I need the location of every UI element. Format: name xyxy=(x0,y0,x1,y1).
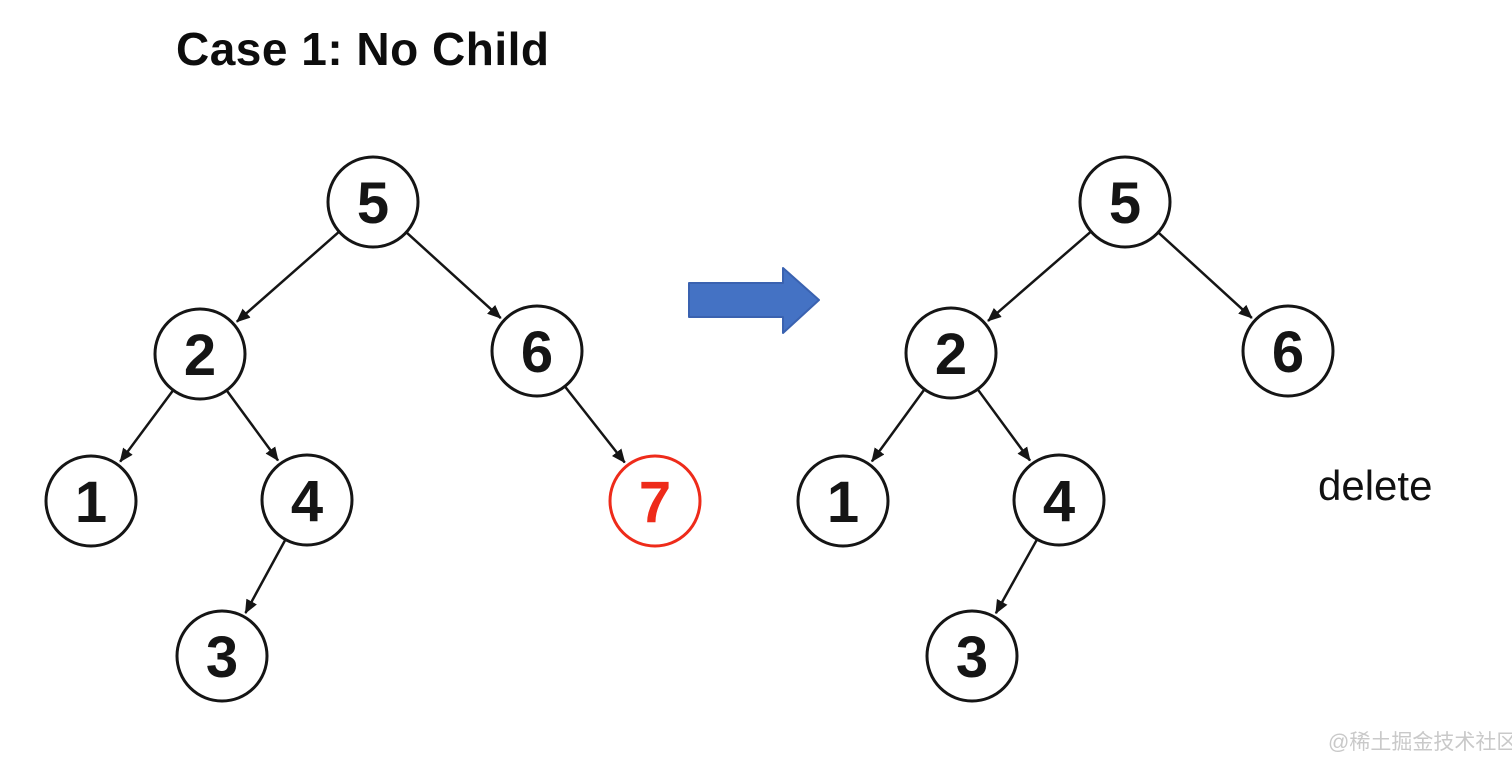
tree-node-label-5: 5 xyxy=(357,171,389,236)
tree-node-label-6: 6 xyxy=(1272,320,1304,385)
tree-node-7-highlighted xyxy=(608,454,702,548)
page-title: Case 1: No Child xyxy=(176,23,550,75)
tree-edge-2-4 xyxy=(977,389,1031,462)
tree-node-6 xyxy=(1241,304,1335,398)
tree-node-label-2: 2 xyxy=(184,323,216,388)
tree-edge-2-1 xyxy=(119,390,174,463)
tree-node-3 xyxy=(175,609,269,703)
tree-node-label-4: 4 xyxy=(291,469,323,534)
tree-node-1 xyxy=(796,454,890,548)
tree-node-5 xyxy=(326,155,420,249)
tree-node-label-3: 3 xyxy=(956,625,988,690)
tree-edge-5-2 xyxy=(987,231,1092,322)
tree-node-6 xyxy=(490,304,584,398)
tree-node-4 xyxy=(1012,453,1106,547)
tree-node-4 xyxy=(260,453,354,547)
tree-edge-2-4 xyxy=(226,390,280,462)
tree-edge-2-1 xyxy=(870,389,925,463)
tree-node-label-2: 2 xyxy=(935,322,967,387)
tree-node-label-1: 1 xyxy=(75,470,107,535)
tree-node-label-7: 7 xyxy=(639,470,671,535)
tree-node-2 xyxy=(904,306,998,400)
tree-after-deletion: 5 2 6 1 4 3 xyxy=(796,155,1335,703)
tree-edge-4-3 xyxy=(994,539,1038,615)
tree-edge-5-2 xyxy=(235,231,340,323)
tree-node-2 xyxy=(153,307,247,401)
tree-edge-5-6 xyxy=(1158,232,1253,319)
transform-arrow-icon xyxy=(688,267,820,334)
tree-node-label-6: 6 xyxy=(521,320,553,385)
tree-edge-6-7 xyxy=(564,386,626,464)
tree-node-3 xyxy=(925,609,1019,703)
tree-edge-4-3 xyxy=(244,539,287,614)
tree-node-1 xyxy=(44,454,138,548)
tree-node-label-4: 4 xyxy=(1043,469,1075,534)
tree-node-5 xyxy=(1078,155,1172,249)
tree-node-label-1: 1 xyxy=(827,470,859,535)
watermark: @稀土掘金技术社区 xyxy=(1328,731,1512,754)
tree-edge-5-6 xyxy=(406,232,502,319)
tree-node-label-3: 3 xyxy=(206,625,238,690)
tree-before-deletion: 5 2 6 1 4 3 7 xyxy=(44,155,702,703)
delete-annotation: delete xyxy=(1318,462,1433,509)
tree-node-label-5: 5 xyxy=(1109,171,1141,236)
